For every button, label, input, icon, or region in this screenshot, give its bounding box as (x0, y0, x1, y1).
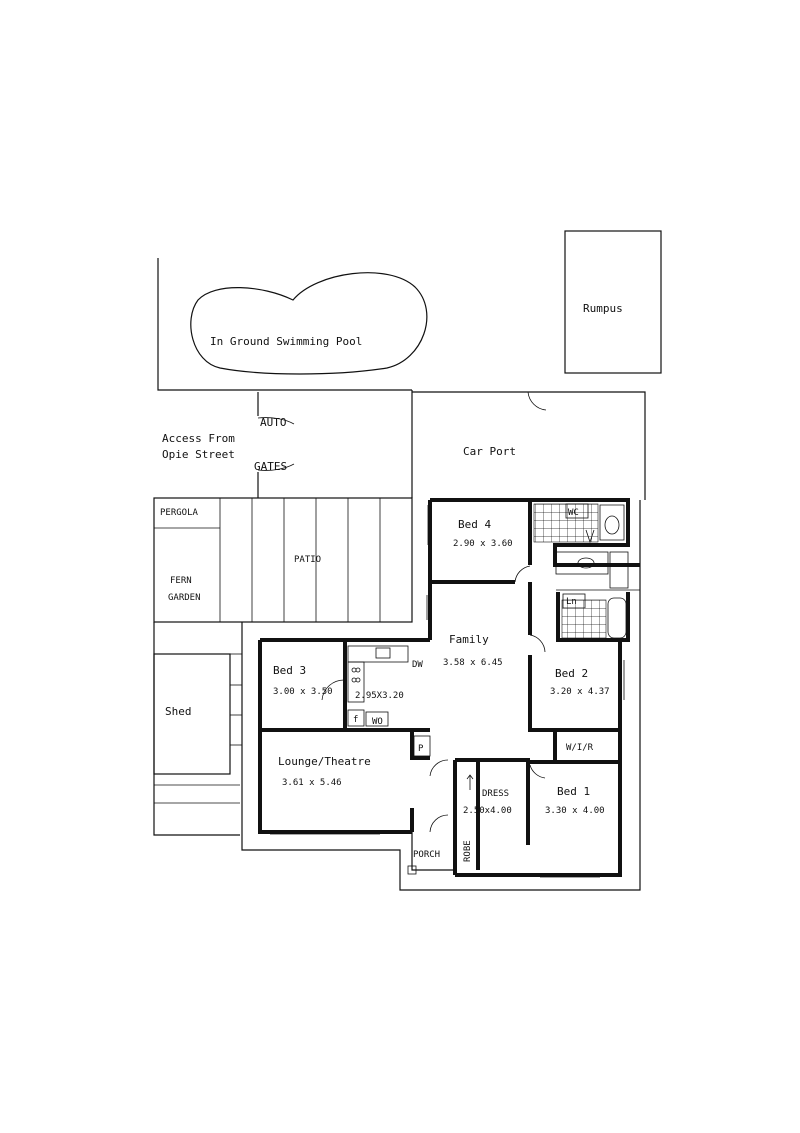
pantry-label: P (418, 744, 424, 754)
robe-label: ROBE (463, 840, 473, 862)
family-label: Family (449, 633, 489, 646)
bed3-label: Bed 3 (273, 664, 306, 677)
walk-in-robe: W/I/R (553, 730, 620, 764)
bed2-label: Bed 2 (555, 667, 588, 680)
porch: PORCH (407, 814, 455, 875)
bed-1: Bed 1 3.30 x 4.00 (455, 760, 622, 878)
fern-garden-label-line2: GARDEN (168, 593, 201, 603)
pergola-patio: PERGOLA PATIO FERN GARDEN (153, 497, 413, 623)
linen-label: Ln (566, 597, 577, 607)
pool-label: In Ground Swimming Pool (210, 335, 362, 348)
dress-dimensions: 2.50x4.00 (463, 806, 512, 816)
bed1-label: Bed 1 (557, 785, 590, 798)
bed-4: Bed 4 2.90 x 3.60 (427, 498, 532, 584)
dishwasher-label: DW (412, 660, 423, 670)
fridge-label: f (353, 715, 358, 725)
wir-label: W/I/R (566, 743, 594, 753)
family-dimensions: 3.58 x 6.45 (443, 658, 503, 668)
bed4-label: Bed 4 (458, 518, 491, 531)
bed4-dimensions: 2.90 x 3.60 (453, 539, 513, 549)
bed2-dimensions: 3.20 x 4.37 (550, 687, 610, 697)
access-label-line2: Opie Street (162, 448, 235, 461)
access-gates: AUTO Access From Opie Street GATES Car P… (162, 390, 646, 500)
rumpus-label: Rumpus (583, 302, 623, 315)
dress-label: DRESS (482, 789, 509, 799)
shed-label: Shed (165, 705, 192, 718)
lounge-label: Lounge/Theatre (278, 755, 371, 768)
bed1-dimensions: 3.30 x 4.00 (545, 806, 605, 816)
gates-label: GATES (254, 460, 287, 473)
kitchen: 2.95X3.20 DW f WO (347, 645, 423, 727)
pool-area: In Ground Swimming Pool (157, 258, 428, 391)
lounge-theatre: P Lounge/Theatre 3.61 x 5.46 (258, 728, 449, 835)
rumpus-room: Rumpus (564, 230, 662, 374)
kitchen-dimensions: 2.95X3.20 (355, 691, 404, 701)
carport-label: Car Port (463, 445, 516, 458)
porch-label: PORCH (413, 850, 440, 860)
pergola-label: PERGOLA (160, 508, 199, 518)
auto-label: AUTO (260, 416, 287, 429)
bathroom-block: WC Ln (530, 498, 640, 642)
wc-label: WC (568, 508, 579, 518)
swimming-pool (190, 272, 428, 375)
bed-3: Bed 3 3.00 x 3.50 (258, 638, 430, 732)
access-label-line1: Access From (162, 432, 235, 445)
bed3-dimensions: 3.00 x 3.50 (273, 687, 333, 697)
dress-area: DRESS 2.50x4.00 ROBE (453, 758, 546, 875)
shed: Shed (153, 622, 242, 836)
house-boundary (241, 500, 641, 891)
lounge-dimensions: 3.61 x 5.46 (282, 778, 342, 788)
patio-label: PATIO (294, 555, 321, 565)
fern-garden-label-line1: FERN (170, 576, 192, 586)
wall-oven-label: WO (372, 717, 383, 727)
bed-2: Bed 2 3.20 x 4.37 (550, 660, 625, 700)
